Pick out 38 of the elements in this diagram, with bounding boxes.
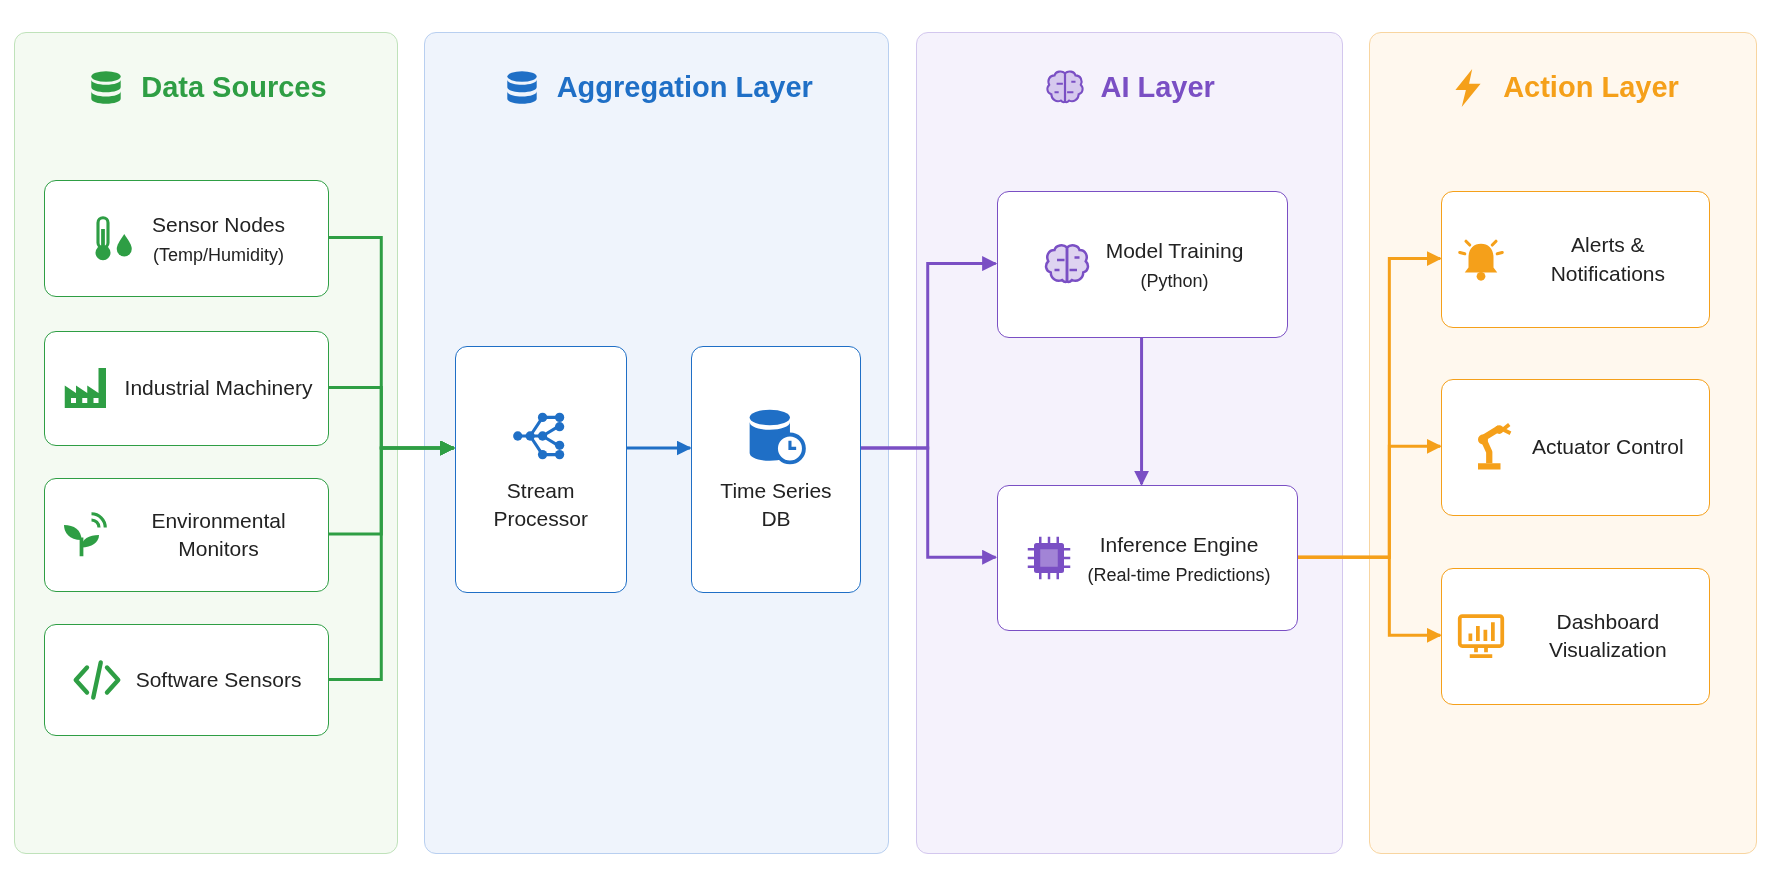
arrow [625, 440, 692, 456]
component-card [43, 624, 330, 737]
component-card [1441, 191, 1711, 328]
component-card [43, 331, 330, 446]
layer-panel [13, 31, 399, 855]
layer-panel [1368, 31, 1757, 855]
arrow [1296, 555, 1442, 643]
component-title: Environmental Monitors [150, 507, 287, 562]
arrow [1134, 337, 1150, 486]
component-title: Time Series DB [719, 478, 833, 533]
component-subtitle: (Temp/Humidity) [153, 245, 284, 267]
arrow [859, 446, 998, 565]
component-card [996, 485, 1298, 632]
component-card [996, 191, 1289, 339]
component-card [43, 179, 330, 298]
component-card [691, 346, 861, 593]
component-subtitle: (Python) [1140, 271, 1209, 293]
component-title: Inference Engine [1099, 531, 1259, 558]
component-title: Model Training [1105, 237, 1244, 264]
layer-title: AI Layer [1100, 71, 1215, 105]
component-card [454, 346, 627, 593]
layer-title: Aggregation Layer [556, 71, 813, 105]
component-title: Industrial Machinery [124, 375, 313, 402]
layer-title: Data Sources [141, 71, 327, 105]
component-title: Alerts & Notifications [1549, 232, 1667, 287]
component-card [43, 478, 330, 592]
layer-panel [424, 31, 890, 855]
component-card [1441, 378, 1711, 516]
component-title: Dashboard Visualization [1548, 608, 1668, 664]
arrow [328, 440, 456, 681]
component-card [1441, 567, 1711, 705]
component-subtitle: (Real-time Predictions) [1087, 564, 1271, 586]
component-title: Software Sensors [135, 667, 302, 694]
layer-panel [916, 31, 1343, 855]
component-title: Sensor Nodes [151, 211, 286, 238]
component-title: Stream Processor [492, 478, 589, 533]
layer-title: Action Layer [1503, 71, 1679, 105]
component-title: Actuator Control [1531, 434, 1684, 461]
